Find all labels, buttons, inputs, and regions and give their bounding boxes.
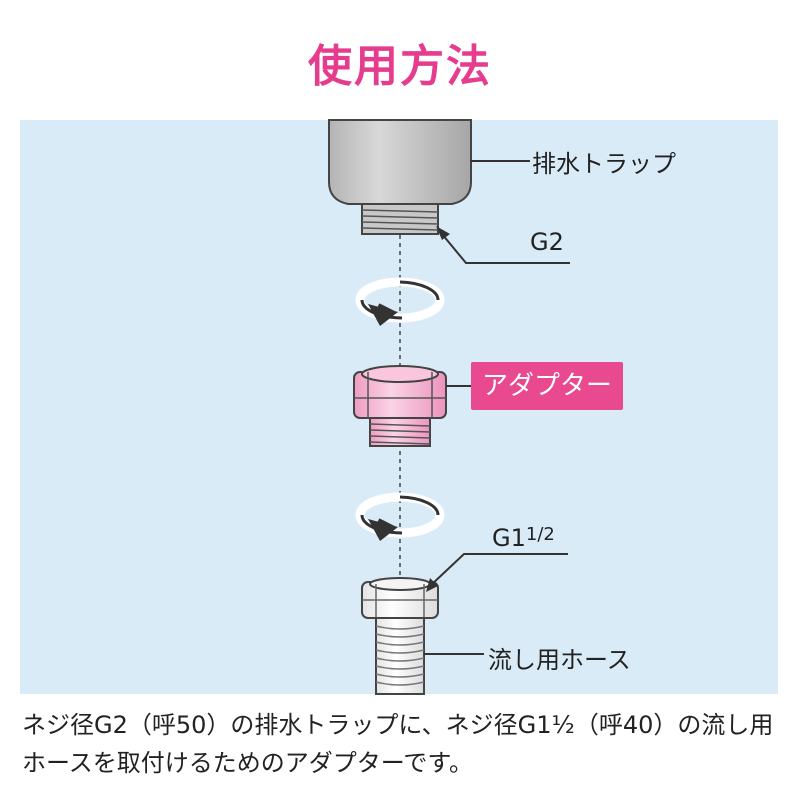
rotate-arrow-icon bbox=[355, 492, 445, 541]
label-thread-g2: G2 bbox=[530, 228, 564, 256]
label-thread-g1-fraction: 1/2 bbox=[525, 524, 555, 545]
product-description: ネジ径G2（呼50）の排水トラップに、ネジ径G1½（呼40）の流し用 ホースを取… bbox=[22, 706, 792, 782]
pointer-arrow-icon bbox=[426, 553, 568, 592]
label-thread-g1-prefix: G1 bbox=[492, 524, 526, 552]
pointer-arrow-icon bbox=[436, 226, 570, 264]
description-line-1: ネジ径G2（呼50）の排水トラップに、ネジ径G1½（呼40）の流し用 bbox=[22, 711, 774, 739]
page-title: 使用方法 bbox=[308, 41, 492, 92]
label-adapter: アダプター bbox=[471, 362, 623, 410]
label-drain-trap: 排水トラップ bbox=[532, 150, 676, 178]
sink-hose bbox=[361, 577, 439, 695]
label-thread-g1-half: G11/2 bbox=[492, 524, 555, 552]
rotate-arrow-icon bbox=[355, 277, 445, 326]
description-line-2: ホースを取付けるためのアダプターです。 bbox=[22, 749, 473, 777]
adapter-part bbox=[353, 365, 447, 447]
label-sink-hose: 流し用ホース bbox=[488, 646, 631, 674]
drain-trap bbox=[328, 119, 472, 235]
